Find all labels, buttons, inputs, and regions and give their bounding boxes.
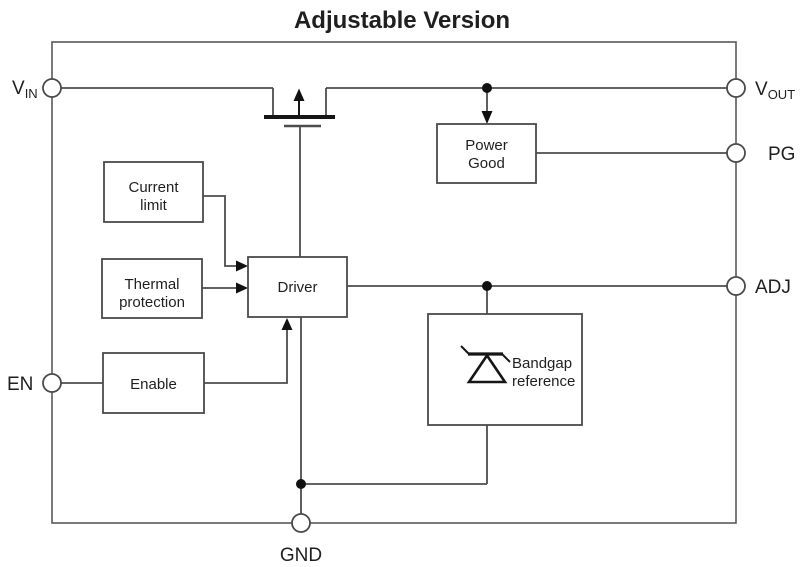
wire-current-limit-to-driver <box>203 195 236 267</box>
pin-vout <box>726 78 746 98</box>
current-limit-label-line1: Current <box>128 179 179 196</box>
arrowhead-enable <box>281 318 293 330</box>
junction-dot-gnd <box>296 479 306 489</box>
power-good-label-line1: Power <box>465 137 508 154</box>
junction-dot-vout <box>482 83 492 93</box>
pass-transistor-icon <box>264 88 335 128</box>
pin-vin-label: VIN <box>12 78 38 101</box>
driver-box <box>247 256 348 318</box>
pin-vout-label-sub: OUT <box>768 87 796 102</box>
bandgap-reference-box <box>427 313 583 426</box>
pin-pg-label: PG <box>768 144 795 165</box>
diode-zener-hook-left <box>460 345 470 355</box>
current-limit-label-line2: limit <box>140 197 167 214</box>
bandgap-label-line2: reference <box>512 373 575 390</box>
pin-vout-label: VOUT <box>755 79 795 102</box>
pin-vout-label-main: V <box>755 79 768 100</box>
block-enable: Enable <box>102 352 205 414</box>
block-bandgap-reference: Bandgap reference <box>427 313 583 426</box>
pin-gnd <box>291 513 311 533</box>
arrowhead-thermal <box>236 282 248 294</box>
pin-gnd-label: GND <box>280 545 322 566</box>
junction-dot-adj <box>482 281 492 291</box>
diode-zener-hook-right <box>501 353 511 363</box>
current-limit-box <box>103 161 204 223</box>
enable-box <box>102 352 205 414</box>
arrowhead-into-power-good <box>481 111 493 124</box>
thermal-protection-label-line2: protection <box>119 294 185 311</box>
enable-label: Enable <box>130 376 177 393</box>
arrowhead-current-limit <box>236 260 248 272</box>
driver-label: Driver <box>278 279 318 296</box>
pin-adj-label: ADJ <box>755 277 791 298</box>
pin-pg <box>726 143 746 163</box>
thermal-protection-box <box>101 258 203 319</box>
power-good-label-line2: Good <box>468 155 505 172</box>
wire-enable-to-driver <box>204 330 288 384</box>
bandgap-label-line1: Bandgap <box>512 355 572 372</box>
pin-en <box>42 373 62 393</box>
pins: VIN VOUT PG ADJ EN GND <box>7 78 795 566</box>
pin-vin-label-main: V <box>12 78 25 99</box>
block-driver: Driver <box>247 256 348 318</box>
pin-en-label: EN <box>7 374 33 395</box>
thermal-protection-label-line1: Thermal <box>124 276 179 293</box>
zener-diode-icon <box>460 345 511 384</box>
power-good-box <box>436 123 537 184</box>
block-power-good: Power Good <box>436 123 537 184</box>
block-thermal-protection: Thermal protection <box>101 258 203 319</box>
pin-vin-label-sub: IN <box>25 86 38 101</box>
pin-adj <box>726 276 746 296</box>
page-title: Adjustable Version <box>294 7 510 34</box>
diode-triangle <box>466 353 508 384</box>
transistor-arrow-head <box>293 88 305 101</box>
pin-vin <box>42 78 62 98</box>
block-current-limit: Current limit <box>103 161 204 223</box>
